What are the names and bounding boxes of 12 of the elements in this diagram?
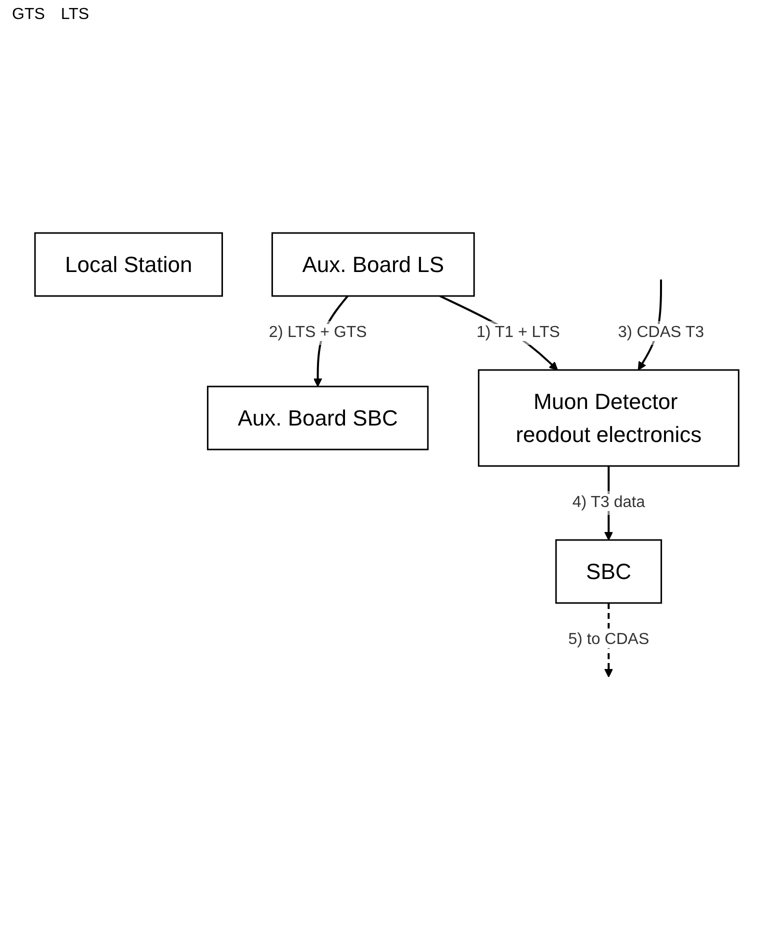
signal-label: GTS [12,6,45,24]
edge-label: 1) T1 + LTS [476,324,560,341]
edge-label: 4) T3 data [572,494,646,511]
signal-label: LTS [60,6,90,24]
node-box: SBC [555,539,662,604]
node-box: Muon Detector reodout electronics [478,369,740,467]
node-box: Aux. Board LS [272,232,475,297]
edge-label: 3) CDAS T3 [618,324,704,341]
node-box: Aux. Board SBC [207,386,429,450]
edge-label: 5) to CDAS [568,631,650,648]
edge-label: 2) LTS + GTS [268,324,367,341]
node-box: Local Station [34,232,224,297]
